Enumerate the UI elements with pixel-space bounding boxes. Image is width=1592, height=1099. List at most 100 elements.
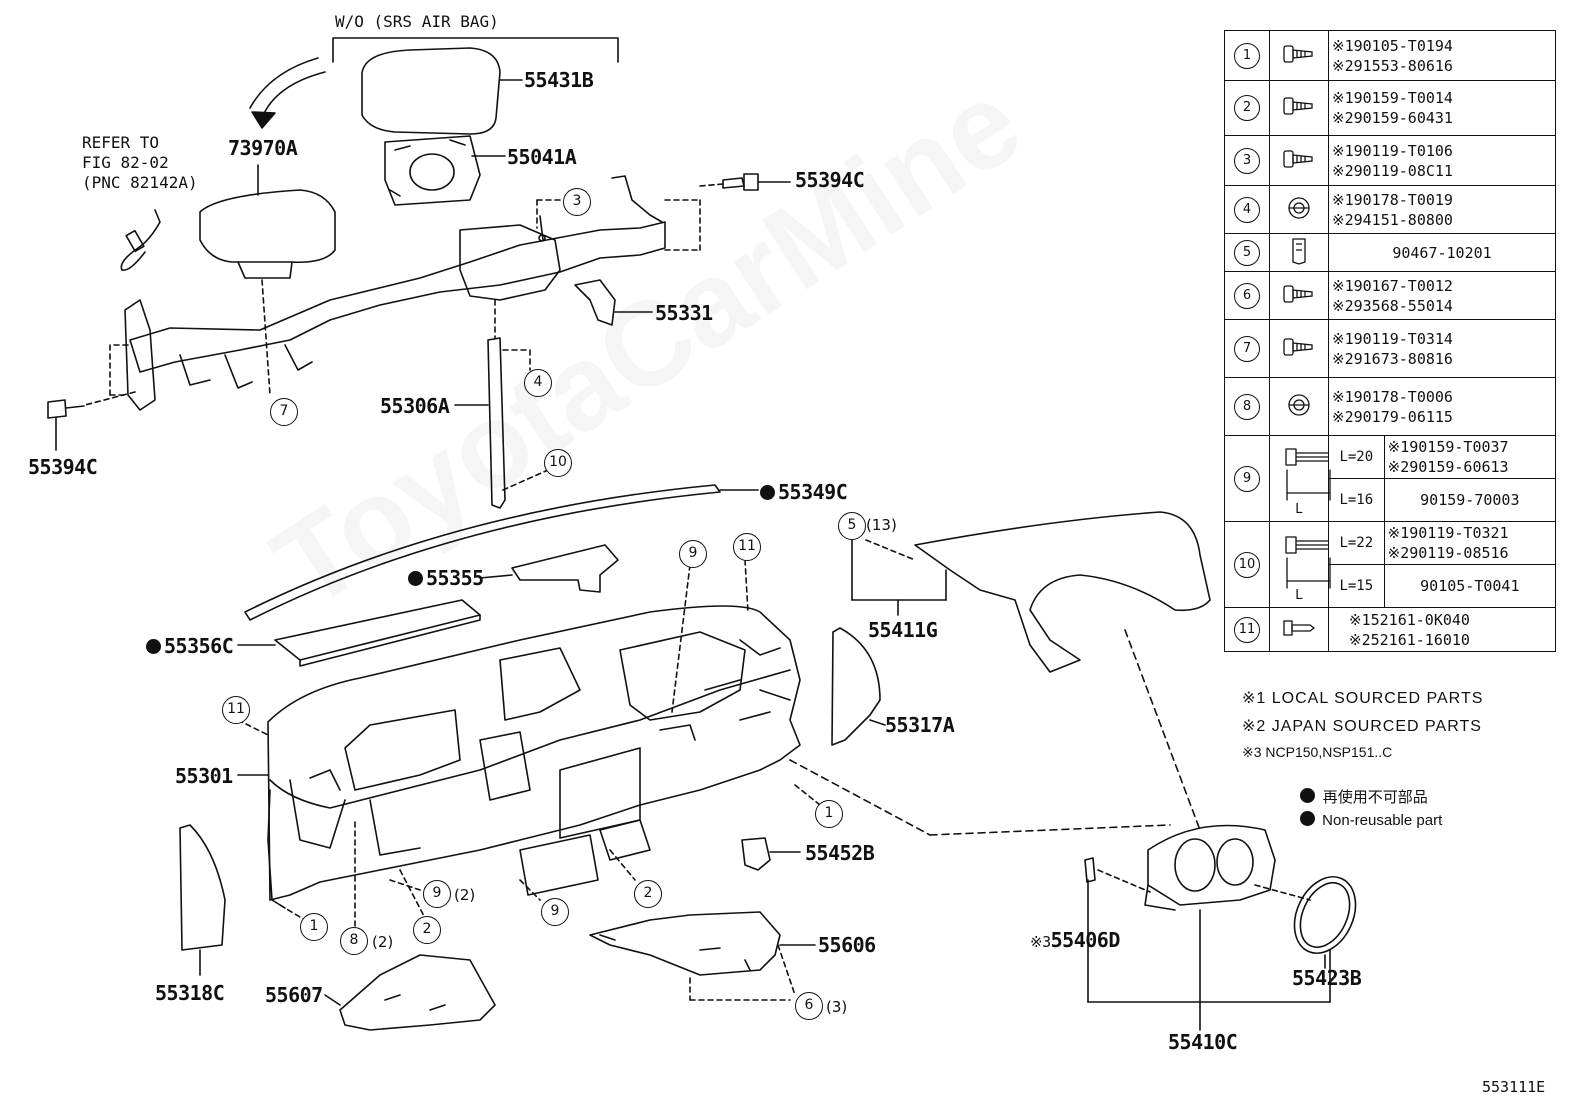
callout-2-mid: 2 <box>634 880 662 908</box>
part-label-55356c: 55356C <box>146 634 234 658</box>
refer-line1: REFER TO <box>82 133 160 152</box>
part-number: ※190119-T0321 <box>1387 524 1509 542</box>
wo-bracket <box>249 37 619 129</box>
table-row-num: 6 <box>1224 271 1270 320</box>
legend-en: Non-reusable part <box>1300 811 1442 829</box>
part-label-55607: 55607 <box>265 983 323 1007</box>
part-label-55306a: 55306A <box>380 394 450 418</box>
callout-9-lower: 9 <box>423 880 451 908</box>
bolt-icon <box>1269 319 1329 378</box>
callout-10: 10 <box>544 449 572 477</box>
refer-line3: (PNC 82142A) <box>82 173 198 192</box>
part-number: 90159-70003 <box>1420 491 1520 509</box>
table-row: L=16 90159-70003 <box>1225 478 1557 522</box>
legend-jp: 再使用不可部品 <box>1300 786 1428 807</box>
part-number: ※190159-T0037 <box>1387 438 1509 456</box>
part-label-55452b: 55452B <box>805 841 875 865</box>
table-row: 7 ※190119-T0314※291673-80816 <box>1224 319 1556 378</box>
clip-icon <box>1269 233 1329 272</box>
part-number: ※190119-T0314 <box>1332 329 1453 348</box>
length-label: L=16 <box>1328 478 1385 522</box>
callout-1-right: 1 <box>815 800 843 828</box>
callout-1-left: 1 <box>300 913 328 941</box>
side-panel-55318c <box>179 824 226 976</box>
length-label: L=15 <box>1328 564 1385 608</box>
part-number: ※291673-80816 <box>1332 349 1453 368</box>
wo-label: W/O (SRS AIR BAG) <box>335 12 499 31</box>
instrument-panel-55301 <box>237 559 1171 931</box>
table-row: 5 90467-10201 <box>1224 233 1556 272</box>
callout-6: 6 <box>795 992 823 1020</box>
table-row-num: 3 <box>1224 135 1270 186</box>
table-row-num: 1 <box>1224 30 1270 81</box>
part-label-55041a: 55041A <box>507 145 577 169</box>
callout-5-qty: (13) <box>866 516 897 534</box>
callout-11-right: 11 <box>733 533 761 561</box>
callout-11-left: 11 <box>222 696 250 724</box>
part-number: ※190167-T0012 <box>1332 276 1453 295</box>
table-row: L=15 90105-T0041 <box>1225 564 1557 608</box>
table-row-num: 2 <box>1224 80 1270 136</box>
callout-9-bottom: 9 <box>541 898 569 926</box>
part-number: ※293568-55014 <box>1332 296 1453 315</box>
part-number: ※294151-80800 <box>1332 210 1453 229</box>
part-number: ※190105-T0194 <box>1332 36 1453 55</box>
part-label-55423b: 55423B <box>1292 966 1362 990</box>
callout-8: 8 <box>340 927 368 955</box>
non-reusable-dot-icon <box>1300 788 1315 803</box>
side-panel-55317a <box>831 627 886 746</box>
part-number: ※290159-60613 <box>1387 458 1509 476</box>
callout-8-qty: (2) <box>372 933 394 951</box>
table-row-num: 8 <box>1224 377 1270 436</box>
lower-cover-55607 <box>324 954 496 1031</box>
non-reusable-dot-icon <box>408 571 423 586</box>
table-row: 1 ※190105-T0194※291553-80616 <box>1224 30 1556 81</box>
part-label-55318c: 55318C <box>155 981 225 1005</box>
table-row-num: 11 <box>1224 607 1270 652</box>
part-label-55411g: 55411G <box>868 618 938 642</box>
part-number: 90467-10201 <box>1392 243 1492 262</box>
duct-55355 <box>479 544 619 593</box>
length-label: L=20 <box>1328 435 1385 479</box>
non-reusable-dot-icon <box>146 639 161 654</box>
part-number: ※190119-T0106 <box>1332 141 1453 160</box>
table-row: 6 ※190167-T0012※293568-55014 <box>1224 271 1556 320</box>
ring-55423b <box>1293 876 1357 969</box>
long-bolt-icon: L <box>1269 435 1329 522</box>
part-label-55301: 55301 <box>175 764 233 788</box>
part-number: ※290119-08C11 <box>1332 161 1453 180</box>
callout-6-qty: (3) <box>826 998 848 1016</box>
part-label-55431b: 55431B <box>524 68 594 92</box>
part-number: 90105-T0041 <box>1420 577 1520 595</box>
part-label-55394c-top: 55394C <box>795 168 865 192</box>
bolt-icon <box>1269 271 1329 320</box>
callout-5: 5 <box>838 512 866 540</box>
part-label-73970a: 73970A <box>228 136 298 160</box>
bracket-55452b <box>741 837 801 871</box>
table-row-num: 10 <box>1224 521 1270 608</box>
non-reusable-dot-icon <box>760 485 775 500</box>
part-number: ※291553-80616 <box>1332 56 1453 75</box>
bracket-55041a <box>384 135 506 206</box>
part-label-55317a: 55317A <box>885 713 955 737</box>
table-row-num: 9 <box>1224 435 1270 522</box>
pin-icon <box>1269 607 1329 652</box>
callout-9-top: 9 <box>679 540 707 568</box>
part-label-55406d: ※355406D <box>1030 928 1120 952</box>
part-number: ※152161-0K040 <box>1349 610 1470 629</box>
part-number: ※190178-T0006 <box>1332 387 1453 406</box>
part-label-55355: 55355 <box>408 566 484 590</box>
dimension-label: L <box>1295 502 1303 517</box>
bolt-icon <box>1269 135 1329 186</box>
dimension-label: L <box>1295 588 1303 603</box>
table-row-num: 7 <box>1224 319 1270 378</box>
table-row-num: 5 <box>1224 233 1270 272</box>
part-number: ※190178-T0019 <box>1332 190 1453 209</box>
part-label-55410c: 55410C <box>1168 1030 1238 1054</box>
long-bolt-icon: L <box>1269 521 1329 608</box>
table-row: 8※190178-T0006※290179-06115 <box>1224 377 1556 436</box>
part-number: ※290159-60431 <box>1332 109 1453 127</box>
